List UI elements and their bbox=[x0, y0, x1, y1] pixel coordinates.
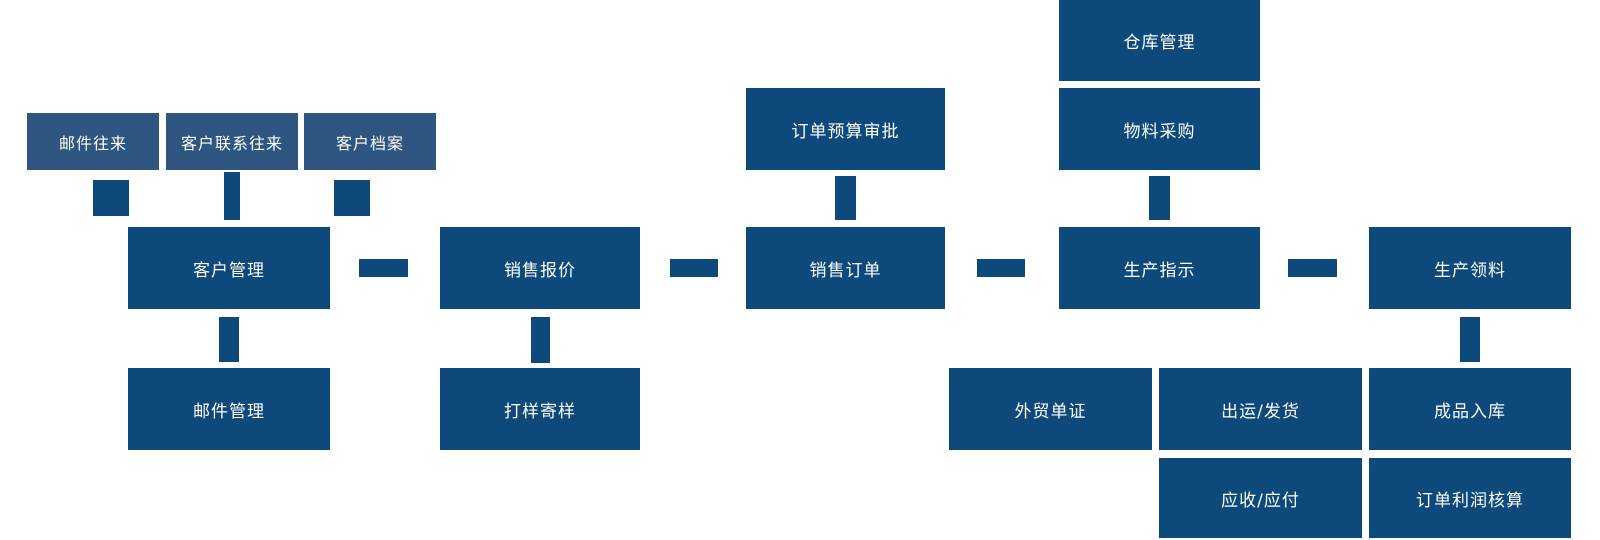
connector-dash-order-to-production bbox=[977, 259, 1025, 277]
node-trade-documents: 外贸单证 bbox=[949, 368, 1152, 450]
node-order-profit-accounting: 订单利润核算 bbox=[1369, 458, 1571, 538]
connector-purchase-to-production bbox=[1149, 176, 1170, 220]
node-production-material-requisition: 生产领料 bbox=[1369, 227, 1571, 309]
node-sales-order: 销售订单 bbox=[746, 227, 945, 309]
node-receivable-payable: 应收/应付 bbox=[1159, 458, 1362, 538]
connector-customer-mgmt-to-mail-mgmt bbox=[219, 317, 239, 362]
connector-material-to-finished-goods bbox=[1460, 317, 1480, 362]
connector-stub-customer-files bbox=[334, 180, 370, 216]
node-warehouse-management: 仓库管理 bbox=[1059, 0, 1260, 81]
connector-quote-to-sample bbox=[531, 317, 550, 363]
node-order-budget-approval: 订单预算审批 bbox=[746, 88, 945, 170]
connector-budget-to-sales-order bbox=[835, 176, 856, 220]
connector-dash-production-to-material bbox=[1288, 259, 1337, 277]
node-mail-correspondence: 邮件往来 bbox=[27, 113, 159, 170]
connector-stub-mail-correspondence bbox=[93, 180, 129, 216]
node-customer-management: 客户管理 bbox=[128, 227, 330, 309]
node-finished-goods-warehousing: 成品入库 bbox=[1369, 368, 1571, 450]
node-material-purchase: 物料采购 bbox=[1059, 88, 1260, 170]
node-mail-management: 邮件管理 bbox=[128, 368, 330, 450]
connector-customer-contact-to-customer-mgmt bbox=[224, 172, 240, 220]
connector-dash-customer-to-quote bbox=[359, 259, 408, 277]
node-sales-quote: 销售报价 bbox=[440, 227, 640, 309]
node-shipment-delivery: 出运/发货 bbox=[1159, 368, 1362, 450]
node-sample-making: 打样寄样 bbox=[440, 368, 640, 450]
node-customer-files: 客户档案 bbox=[304, 113, 436, 170]
node-production-instruction: 生产指示 bbox=[1059, 227, 1260, 309]
node-customer-contact: 客户联系往来 bbox=[166, 113, 298, 170]
connector-dash-quote-to-order bbox=[670, 259, 718, 277]
